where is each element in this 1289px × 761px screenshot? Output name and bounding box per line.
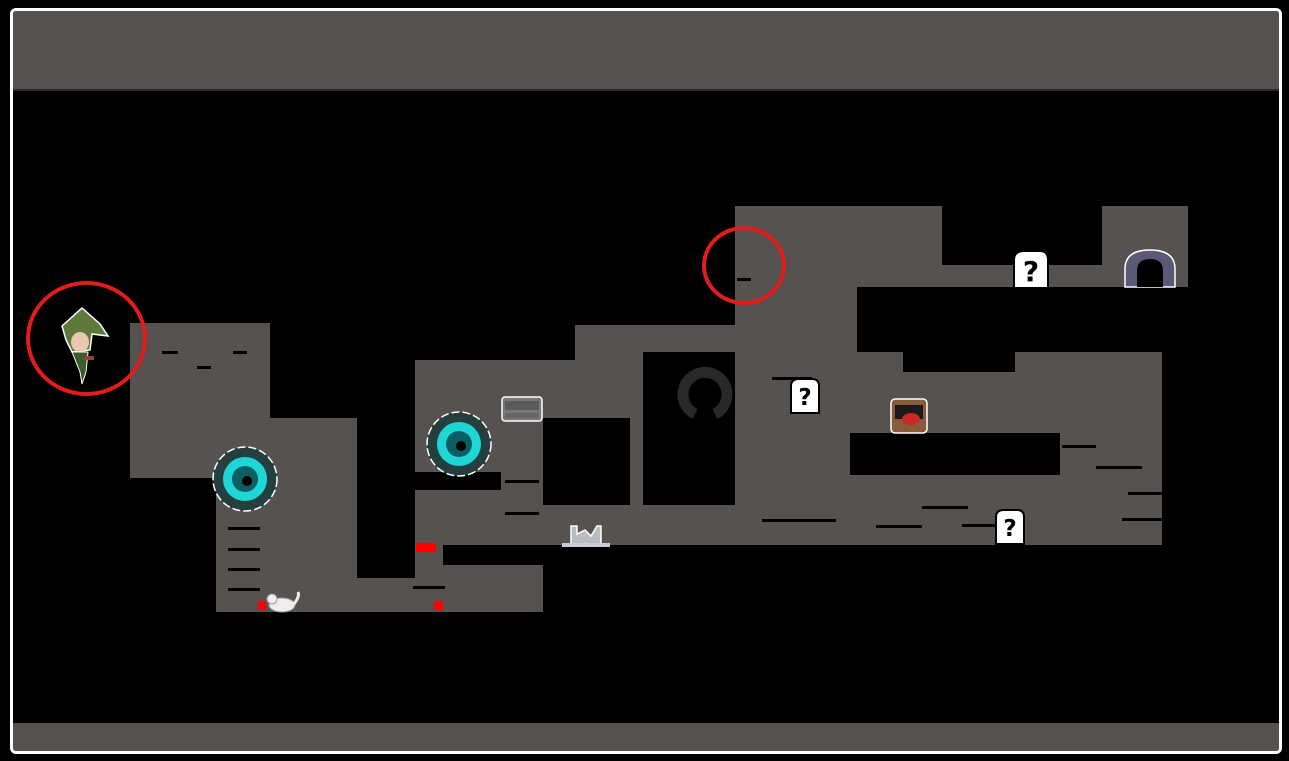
mimic-chest-icon[interactable]: [889, 397, 929, 435]
wall: [850, 433, 1060, 475]
wall: [543, 418, 630, 505]
ledge: [1062, 445, 1096, 448]
question-sign-icon[interactable]: ?: [1010, 248, 1052, 294]
ledge: [922, 506, 968, 509]
wall: [857, 287, 1162, 352]
ledge: [772, 377, 812, 380]
cave-exit-icon[interactable]: [1121, 247, 1179, 289]
portal-icon[interactable]: [210, 444, 280, 514]
wall: [903, 350, 1015, 372]
ledge: [197, 366, 211, 369]
wall: [443, 545, 543, 565]
red-marker: [416, 543, 436, 552]
question-sign-icon[interactable]: ?: [788, 377, 822, 415]
ledge: [1122, 518, 1162, 521]
ledge: [1128, 492, 1162, 495]
ledge: [505, 512, 539, 515]
cat-icon[interactable]: [264, 590, 302, 614]
ledge: [1096, 466, 1142, 469]
ledge: [876, 525, 922, 528]
ledge: [413, 586, 445, 589]
top-bar: [13, 11, 1279, 91]
ledge: [228, 548, 260, 551]
wall: [643, 352, 669, 418]
map-frame: ? ? ?: [10, 8, 1282, 754]
bottom-bar: [13, 723, 1279, 751]
ledge: [505, 480, 539, 483]
dungeon-map: ? ? ?: [13, 11, 1279, 751]
chest-icon[interactable]: [501, 396, 543, 422]
highlight-circle: [26, 281, 147, 396]
red-marker: [258, 601, 266, 610]
ledge: [228, 527, 260, 530]
ledge: [762, 519, 836, 522]
highlight-circle: [702, 226, 786, 305]
ledge: [162, 351, 178, 354]
ledge: [228, 588, 260, 591]
ledge: [962, 524, 1002, 527]
wall: [415, 472, 501, 490]
svg-text:?: ?: [1023, 255, 1039, 288]
svg-text:?: ?: [798, 385, 811, 411]
svg-text:?: ?: [1003, 516, 1016, 542]
broken-pillar-icon[interactable]: [561, 522, 611, 548]
ledge: [228, 568, 260, 571]
question-sign-icon[interactable]: ?: [993, 508, 1027, 546]
stone-ring-icon[interactable]: [677, 364, 733, 420]
red-marker: [434, 601, 443, 610]
ledge: [233, 351, 247, 354]
portal-icon[interactable]: [424, 409, 494, 479]
